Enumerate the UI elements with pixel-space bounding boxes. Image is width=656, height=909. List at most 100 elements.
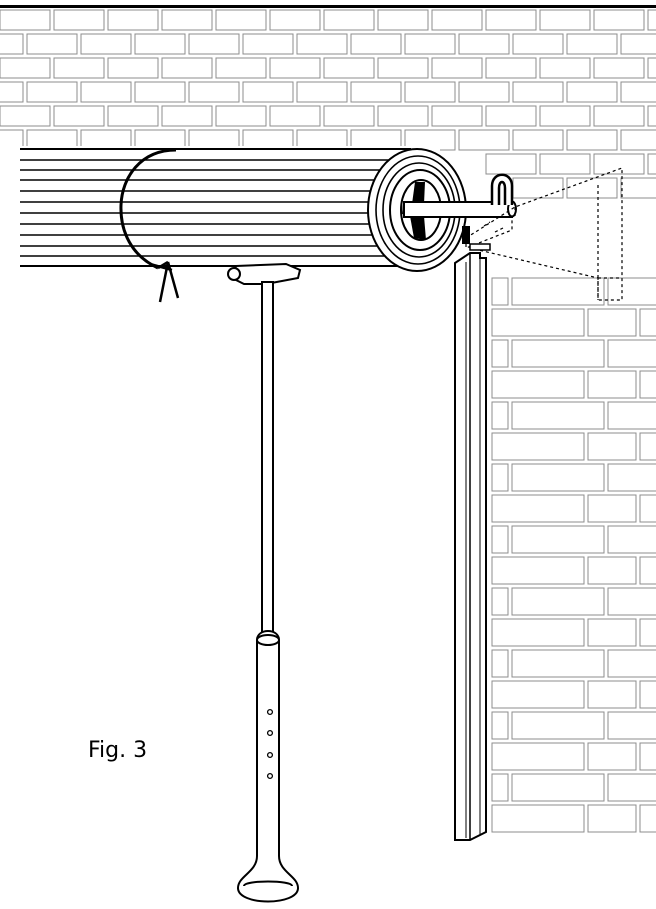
wall-brick: [587, 742, 637, 771]
wall-brick: [587, 556, 637, 585]
wall-brick: [485, 57, 537, 79]
wall-brick: [511, 339, 605, 368]
wall-brick: [161, 9, 213, 31]
wall-brick: [53, 57, 105, 79]
wall-brick: [607, 649, 656, 678]
wall-brick: [458, 81, 510, 103]
wall-brick: [296, 81, 348, 103]
wall-brick: [593, 153, 645, 175]
wall-brick: [639, 494, 656, 523]
wall-brick: [566, 129, 618, 151]
wall-brick: [512, 81, 564, 103]
wall-brick: [566, 81, 618, 103]
wall-brick: [491, 804, 585, 833]
wall-brick: [566, 177, 618, 199]
wall-brick: [607, 463, 656, 492]
wall-bracket: [465, 167, 623, 301]
wall-brick: [539, 153, 591, 175]
wall-brick: [511, 401, 605, 430]
wall-brick: [639, 432, 656, 461]
wall-brick: [134, 33, 186, 55]
wall-brick: [377, 105, 429, 127]
wall-brick: [607, 587, 656, 616]
wall-brick: [639, 742, 656, 771]
figure-caption: Fig. 3: [88, 738, 148, 763]
prop-inner-pole: [261, 281, 274, 633]
wall-brick: [647, 105, 656, 127]
wall-brick: [161, 105, 213, 127]
wall-brick: [607, 711, 656, 740]
wall-brick: [511, 277, 605, 306]
wall-brick: [512, 129, 564, 151]
roll-stop: [462, 226, 491, 251]
wall-brick: [607, 339, 656, 368]
wall-brick: [491, 773, 509, 802]
wall-brick: [647, 9, 656, 31]
wall-brick: [512, 177, 564, 199]
wall-brick: [458, 33, 510, 55]
wall-brick: [639, 804, 656, 833]
wall-brick: [491, 556, 585, 585]
wall-brick: [639, 680, 656, 709]
wall-brick: [215, 105, 267, 127]
upper-brick-wall: [0, 9, 656, 199]
wall-brick: [593, 57, 645, 79]
wall-brick: [0, 9, 51, 31]
guide-rail: [454, 252, 487, 841]
wall-brick: [350, 33, 402, 55]
securing-strap: [119, 148, 177, 270]
wall-brick: [491, 401, 509, 430]
wall-brick: [620, 81, 656, 103]
wall-brick: [458, 129, 510, 151]
wall-brick: [647, 153, 656, 175]
wall-brick: [80, 33, 132, 55]
wall-brick: [587, 494, 637, 523]
wall-brick: [188, 33, 240, 55]
wall-brick: [0, 105, 51, 127]
wall-brick: [350, 81, 402, 103]
wall-brick: [26, 33, 78, 55]
wall-brick: [587, 618, 637, 647]
wall-brick: [404, 33, 456, 55]
wall-brick: [620, 129, 656, 151]
wall-brick: [491, 649, 509, 678]
wall-brick: [491, 370, 585, 399]
wall-brick: [639, 556, 656, 585]
wall-brick: [80, 81, 132, 103]
wall-brick: [215, 57, 267, 79]
wall-brick: [323, 105, 375, 127]
wall-brick: [491, 587, 509, 616]
wall-brick: [107, 9, 159, 31]
wall-brick: [188, 81, 240, 103]
wall-brick: [485, 105, 537, 127]
wall-brick: [134, 81, 186, 103]
wall-brick: [620, 177, 656, 199]
wall-brick: [485, 9, 537, 31]
wall-brick: [607, 773, 656, 802]
wall-brick: [491, 339, 509, 368]
side-brick-wall: [491, 277, 656, 833]
wall-brick: [0, 57, 51, 79]
wall-brick: [323, 9, 375, 31]
wall-brick: [491, 432, 585, 461]
wall-brick: [269, 105, 321, 127]
wall-brick: [269, 9, 321, 31]
wall-brick: [53, 105, 105, 127]
wall-brick: [242, 33, 294, 55]
wall-brick: [107, 57, 159, 79]
wall-brick: [639, 618, 656, 647]
wall-brick: [511, 525, 605, 554]
door-curtain-roll: [20, 148, 411, 303]
wall-brick: [539, 9, 591, 31]
wall-brick: [511, 587, 605, 616]
u-bolt: [490, 173, 514, 205]
wall-brick: [215, 9, 267, 31]
adjustment-holes: [266, 708, 274, 780]
wall-brick: [323, 57, 375, 79]
wall-brick: [587, 308, 637, 337]
wall-brick: [0, 81, 24, 103]
support-prop: [227, 262, 302, 903]
wall-brick: [377, 9, 429, 31]
wall-brick: [639, 308, 656, 337]
